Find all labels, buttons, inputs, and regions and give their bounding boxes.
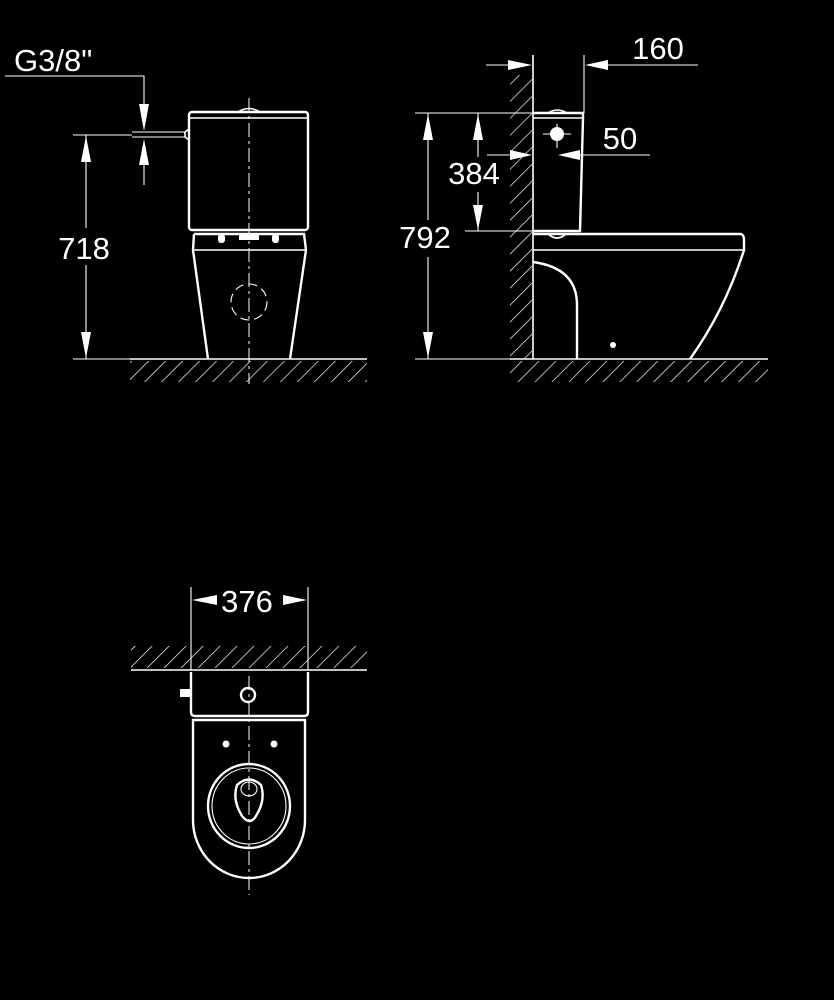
- wall-top: [131, 646, 367, 671]
- floor-side: [510, 358, 768, 382]
- front-view: G3/8" 718: [5, 43, 367, 384]
- connection-label: G3/8": [14, 43, 92, 78]
- pipe-offset-dimension-50: [487, 150, 650, 160]
- height-dimension-718: [73, 135, 130, 360]
- wall-side: [510, 55, 534, 359]
- height-dimension-792: [415, 112, 545, 360]
- cistern-height-label-384: 384: [448, 156, 500, 191]
- width-label-376: 376: [221, 584, 273, 619]
- top-view: 376: [131, 584, 367, 895]
- height-label-718: 718: [58, 231, 110, 266]
- floor-front: [130, 358, 367, 382]
- cistern-height-dimension-384: [465, 113, 533, 232]
- cistern-top: [180, 672, 310, 718]
- bowl-side: [532, 232, 746, 360]
- connection-dimension: [5, 75, 185, 185]
- height-label-792: 792: [399, 220, 451, 255]
- cistern-front: [184, 107, 310, 232]
- depth-dimension-160: [486, 55, 698, 113]
- cistern-side: [533, 109, 585, 233]
- pipe-offset-label-50: 50: [603, 121, 637, 156]
- side-view: 160 50 792 384: [399, 31, 768, 382]
- depth-label-160: 160: [632, 31, 684, 66]
